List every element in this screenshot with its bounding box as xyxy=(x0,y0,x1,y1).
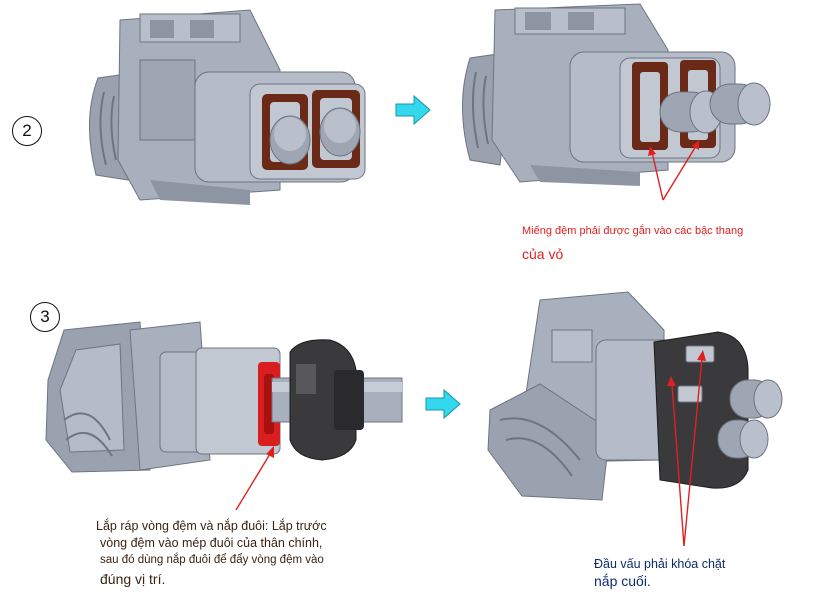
connector-step2-after xyxy=(462,3,771,186)
step2-note-line1: Miếng đệm phải được gắn vào các bậc than… xyxy=(522,225,744,237)
connector-step3-before xyxy=(45,321,403,473)
connector-step3-after xyxy=(487,291,783,501)
step2-note-line2: của vỏ xyxy=(522,246,564,262)
step-number-2: 2 xyxy=(12,116,42,146)
step3-left-note-line3: sau đó dùng nắp đuôi để đẩy vòng đệm vào xyxy=(100,554,324,566)
step3-left-note-line4: đúng vị trí. xyxy=(100,571,166,587)
transition-arrow-step2 xyxy=(395,94,431,126)
step3-left-note-line2: vòng đệm vào mép đuôi của thân chính, xyxy=(100,536,323,550)
leader-line-step3-left xyxy=(235,453,271,511)
step3-right-note-line2: nắp cuối. xyxy=(594,573,651,589)
step-number-3: 3 xyxy=(30,302,60,332)
step-number-3-label: 3 xyxy=(40,307,50,326)
connector-step2-before xyxy=(88,9,366,205)
leader-lines-step2 xyxy=(651,145,697,201)
step3-right-note-line1: Đầu vấu phải khóa chặt xyxy=(594,557,726,571)
step3-right-note: Đầu vấu phải khóa chặt nắp cuối. xyxy=(594,556,814,590)
transition-arrow-step3 xyxy=(425,388,461,420)
step-number-2-label: 2 xyxy=(22,121,32,140)
leader-lines-step3-right xyxy=(671,357,703,547)
step3-left-note: Lắp ráp vòng đệm và nắp đuôi: Lắp trước … xyxy=(96,518,416,588)
step3-left-note-line1: Lắp ráp vòng đệm và nắp đuôi: Lắp trước xyxy=(96,519,327,533)
